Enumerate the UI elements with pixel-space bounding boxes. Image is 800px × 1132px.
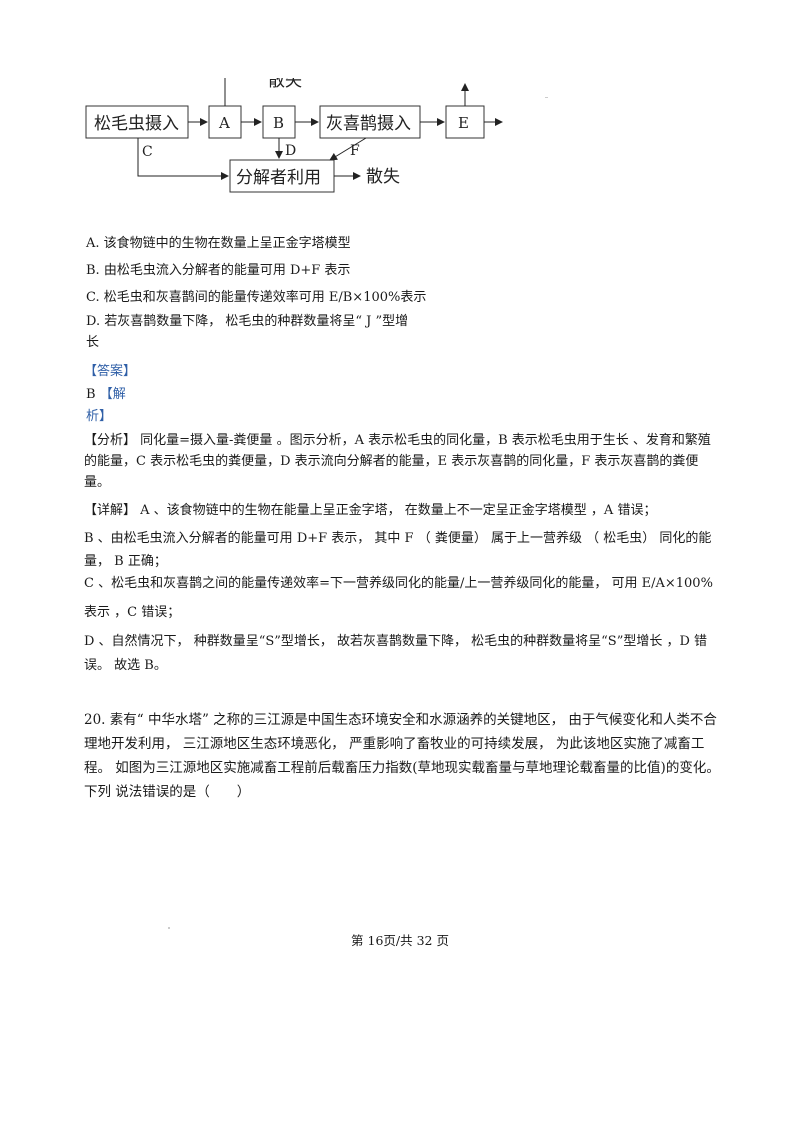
node-b-label: B bbox=[273, 114, 284, 132]
label-f: F bbox=[350, 143, 360, 159]
scan-speck bbox=[545, 97, 548, 98]
detail-tag: 【详解】 bbox=[84, 503, 137, 518]
option-d-line1: D. 若灰喜鹊数量下降， 松毛虫的种群数量将呈“ J ”型增 bbox=[86, 314, 409, 329]
node-magpie-label: 灰喜鹊摄入 bbox=[326, 114, 411, 134]
answer-letter: B bbox=[86, 387, 96, 402]
scan-speck-footer bbox=[168, 927, 170, 929]
question-20: 20. 素有“ 中华水塔” 之称的三江源是中国生态环境安全和水源涵养的关键地区，… bbox=[84, 712, 720, 800]
detail-d: D 、自然情况下， 种群数量呈“S”型增长， 故若灰喜鹊数量下降， 松毛虫的种群… bbox=[84, 634, 708, 673]
detail-c-line2: 表示 ，C 错误； bbox=[84, 605, 181, 620]
detail-a-text: A 、该食物链中的生物在能量上呈正金字塔， 在数量上不一定呈正金字塔模型 ，A … bbox=[136, 503, 657, 518]
option-a: A. 该食物链中的生物在数量上呈正金字塔模型 bbox=[86, 236, 351, 251]
option-b: B. 由松毛虫流入分解者的能量可用 D+F 表示 bbox=[86, 263, 351, 278]
detail-a-paragraph: 【详解】 A 、该食物链中的生物在能量上呈正金字塔， 在数量上不一定呈正金字塔模… bbox=[84, 500, 724, 521]
node-a-label: A bbox=[218, 114, 230, 132]
node-decomposer-label: 分解者利用 bbox=[236, 168, 321, 188]
label-c: C bbox=[142, 144, 153, 160]
top-lost-label: 散失 bbox=[268, 78, 302, 91]
page-footer: 第 16页/共 32 页 bbox=[351, 933, 449, 948]
node-e-label: E bbox=[458, 114, 469, 132]
energy-flow-diagram: 散失 松毛虫摄入 A B 灰喜鹊摄入 E 分解者利用 C D F bbox=[85, 78, 503, 193]
lost-label: 散失 bbox=[366, 167, 400, 187]
answer-row: B 【解 bbox=[86, 385, 126, 405]
option-d-line2: 长 bbox=[86, 335, 100, 350]
option-c: C. 松毛虫和灰喜鹊间的能量传递效率可用 E/B×100%表示 bbox=[86, 290, 427, 305]
answer-label: 【答案】 bbox=[84, 364, 137, 379]
jiexi-label-part1: 【解 bbox=[99, 387, 126, 402]
detail-c-line1: C 、松毛虫和灰喜鹊之间的能量传递效率=下一营养级同化的能量/上一营养级同化的能… bbox=[84, 576, 713, 591]
detail-b: B 、由松毛虫流入分解者的能量可用 D+F 表示， 其中 F （ 粪便量） 属于… bbox=[84, 531, 712, 569]
analysis-text: 同化量=摄入量-粪便量 。图示分析，A 表示松毛虫的同化量，B 表示松毛虫用于生… bbox=[84, 433, 711, 490]
analysis-paragraph: 【分析】 同化量=摄入量-粪便量 。图示分析，A 表示松毛虫的同化量，B 表示松… bbox=[84, 430, 724, 493]
jiexi-label-part2: 析】 bbox=[86, 409, 113, 424]
label-d: D bbox=[285, 143, 296, 159]
analysis-tag: 【分析】 bbox=[84, 433, 137, 448]
node-pine-caterpillar-label: 松毛虫摄入 bbox=[94, 114, 179, 134]
